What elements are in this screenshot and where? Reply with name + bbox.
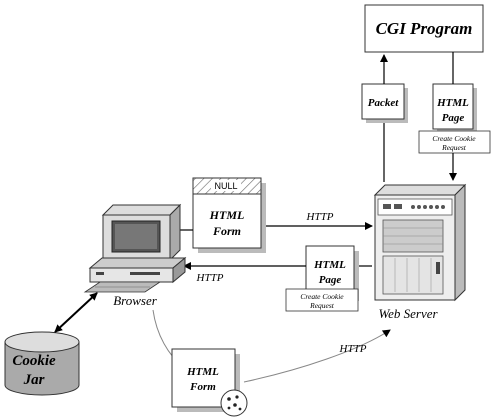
html-form-top-line1: HTML — [209, 208, 245, 222]
http-request-arrow: HTTP — [178, 211, 373, 231]
html-page-top-line1: HTML — [436, 97, 469, 109]
browser-label: Browser — [113, 293, 158, 308]
packet-label: Packet — [368, 97, 399, 109]
http-bottom-label: HTTP — [339, 343, 367, 355]
web-server-label: Web Server — [378, 306, 438, 321]
cookie-icon — [220, 389, 248, 417]
html-page-mid: HTML Page Create Cookie Request — [285, 245, 359, 312]
browser-computer-icon — [83, 203, 187, 293]
http-mid-label: HTTP — [196, 272, 224, 284]
html-page-top: HTML Page Create Cookie Request — [418, 83, 491, 154]
html-form-top: NULL HTML Form — [192, 177, 266, 253]
form-submit-curve-2 — [243, 329, 391, 383]
http-top-label: HTTP — [306, 211, 334, 223]
null-label: NULL — [214, 181, 237, 191]
cgi-program-label: CGI Program — [376, 19, 473, 38]
html-form-bottom-line1: HTML — [186, 366, 219, 378]
html-page-mid-note1: Create Cookie — [300, 292, 344, 301]
cookie-jar-line1: Cookie — [12, 353, 56, 369]
browser-cookiejar-arrow — [54, 292, 98, 333]
html-page-mid-line1: HTML — [313, 259, 346, 271]
html-form-bottom-line2: Form — [189, 381, 216, 393]
http-response-arrow: HTTP — [183, 262, 372, 284]
html-form-top-line2: Form — [212, 224, 241, 238]
packet-box: Packet — [361, 83, 408, 123]
html-page-top-note2: Request — [441, 143, 467, 152]
web-server-icon — [373, 183, 467, 302]
server-cgi-arrows — [380, 52, 457, 182]
html-page-mid-note2: Request — [309, 301, 335, 310]
html-page-top-line2: Page — [442, 112, 465, 124]
cookie-jar-icon: Cookie Jar — [4, 331, 80, 396]
html-page-top-note1: Create Cookie — [432, 134, 476, 143]
html-page-mid-line2: Page — [319, 274, 342, 286]
cgi-program-box: CGI Program — [364, 4, 484, 53]
cookie-jar-line2: Jar — [23, 372, 45, 388]
